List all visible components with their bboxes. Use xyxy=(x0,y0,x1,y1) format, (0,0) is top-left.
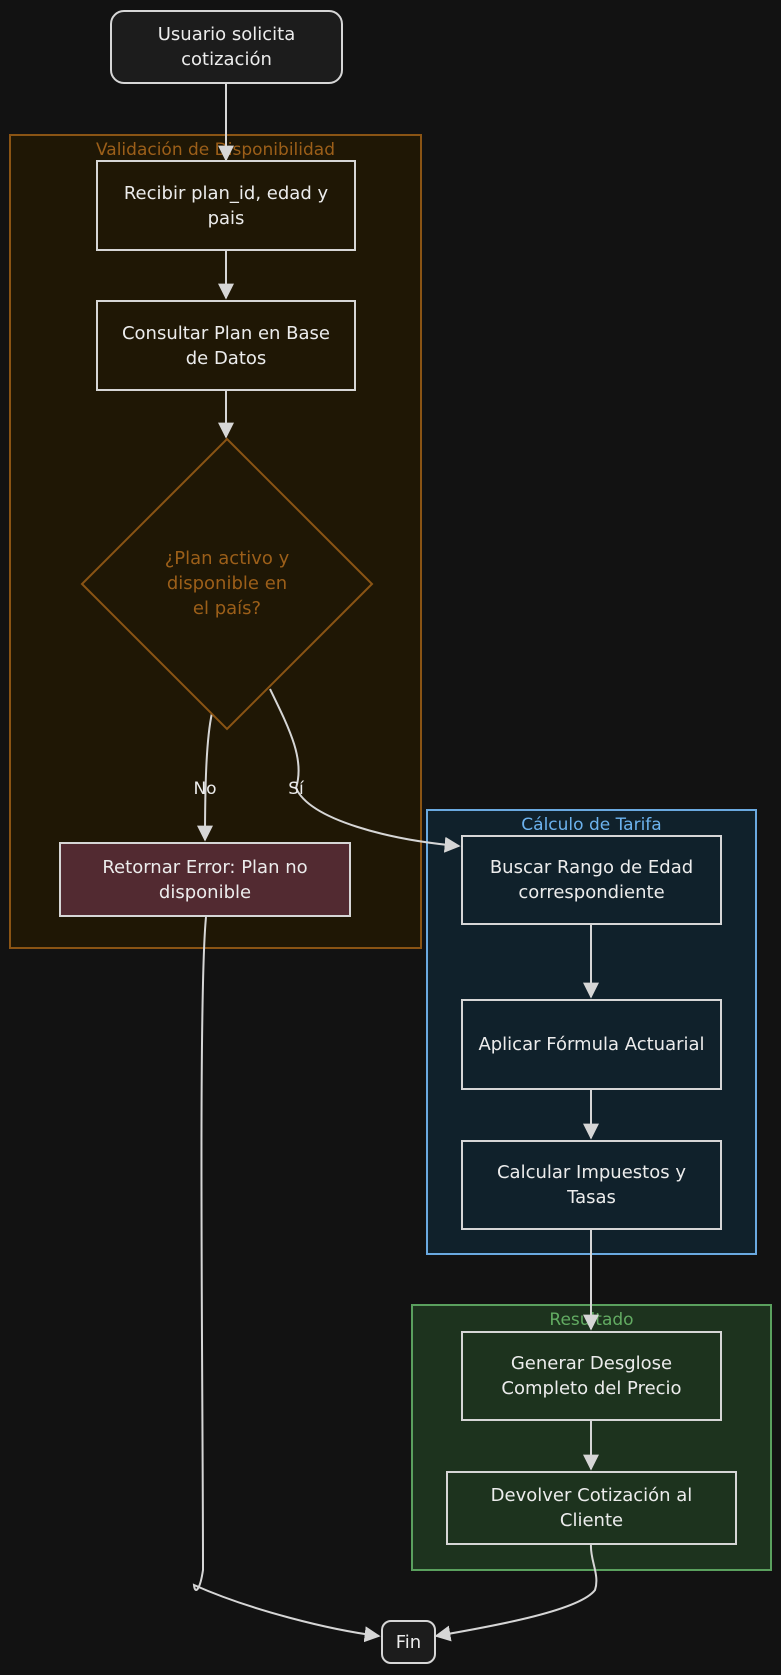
node-consultar-plan[interactable]: Consultar Plan en Base de Datos xyxy=(96,300,356,391)
node-recibir-datos-text: Recibir plan_id, edad y pais xyxy=(123,182,329,229)
edge-return-end xyxy=(434,1544,598,1642)
edge-decision-agerange xyxy=(269,688,461,853)
node-fin-text: Fin xyxy=(395,1631,422,1653)
node-usuario-solicita-text: Usuario solicita cotización xyxy=(157,24,296,70)
node-aplicar-formula[interactable]: Aplicar Fórmula Actuarial xyxy=(461,999,722,1090)
cluster-calculo-tarifa-label: Cálculo de Tarifa xyxy=(521,815,662,835)
node-retornar-error-text: Retornar Error: Plan no disponible xyxy=(102,856,308,903)
edge-error-end xyxy=(192,916,381,1643)
node-fin[interactable]: Fin xyxy=(381,1620,436,1664)
node-generar-desglose[interactable]: Generar Desglose Completo del Precio xyxy=(461,1331,722,1421)
node-devolver-cotizacion[interactable]: Devolver Cotización al Cliente xyxy=(446,1471,737,1545)
node-decision-diamond[interactable] xyxy=(80,437,374,731)
node-buscar-rango[interactable]: Buscar Rango de Edad correspondiente xyxy=(461,835,722,925)
node-recibir-datos[interactable]: Recibir plan_id, edad y pais xyxy=(96,160,356,251)
node-calcular-impuestos[interactable]: Calcular Impuestos y Tasas xyxy=(461,1140,722,1230)
node-consultar-plan-text: Consultar Plan en Base de Datos xyxy=(121,322,331,369)
node-generar-desglose-text: Generar Desglose Completo del Precio xyxy=(501,1353,682,1399)
edge-label-si: Sí xyxy=(288,779,304,799)
node-usuario-solicita[interactable]: Usuario solicita cotización xyxy=(110,10,343,84)
node-devolver-cotizacion-text: Devolver Cotización al Cliente xyxy=(490,1485,693,1531)
node-aplicar-formula-text: Aplicar Fórmula Actuarial xyxy=(478,1034,705,1055)
node-buscar-rango-text: Buscar Rango de Edad correspondiente xyxy=(489,857,694,903)
cluster-validacion-label: Validación de Disponibilidad xyxy=(95,140,335,160)
edge-label-no: No xyxy=(193,779,217,799)
node-decision-text: ¿Plan activo y disponible en el país? xyxy=(164,548,290,619)
edge-decision-error xyxy=(197,712,214,842)
node-calcular-impuestos-text: Calcular Impuestos y Tasas xyxy=(496,1162,686,1208)
node-retornar-error[interactable]: Retornar Error: Plan no disponible xyxy=(59,842,351,917)
